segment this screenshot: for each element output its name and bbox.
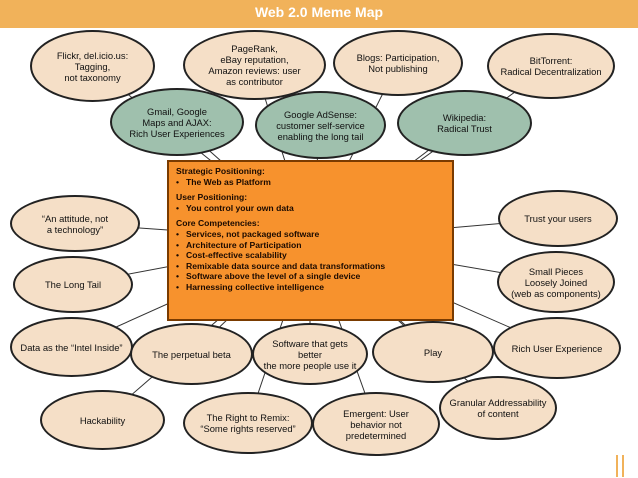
strategic-item: The Web as Platform [176, 177, 445, 188]
core-item: Harnessing collective intelligence [176, 282, 445, 293]
node-small-pieces-loosely-joined: Small Pieces Loosely Joined (web as comp… [497, 251, 615, 313]
node-blogs-participation: Blogs: Participation, Not publishing [333, 30, 463, 96]
node-attitude-not-technology: “An attitude, not a technology” [10, 195, 140, 252]
node-granular-addressability: Granular Addressability of content [439, 376, 557, 440]
user-positioning-heading: User Positioning: [176, 192, 248, 203]
central-principles-box: Strategic Positioning: The Web as Platfo… [167, 160, 454, 321]
core-item: Remixable data source and data transform… [176, 261, 445, 272]
decorative-rail-right [622, 455, 624, 477]
node-emergent-user-behavior: Emergent: User behavior not predetermine… [312, 392, 440, 456]
node-wikipedia-radical-trust: Wikipedia: Radical Trust [397, 90, 532, 156]
node-right-to-remix: The Right to Remix: “Some rights reserve… [183, 392, 313, 454]
node-long-tail: The Long Tail [13, 256, 133, 313]
core-item: Architecture of Participation [176, 240, 445, 251]
core-competencies-heading: Core Competencies: [176, 218, 260, 229]
node-hackability: Hackability [40, 390, 165, 450]
node-google-adsense: Google AdSense: customer self-service en… [255, 91, 386, 159]
user-positioning-list: You control your own data [176, 203, 445, 214]
core-competencies-list: Services, not packaged software Architec… [176, 229, 445, 293]
page-title: Web 2.0 Meme Map [254, 4, 384, 20]
node-bittorrent-decentralization: BitTorrent: Radical Decentralization [487, 33, 615, 99]
node-rich-user-experience: Rich User Experience [493, 317, 621, 379]
node-play: Play [372, 321, 494, 383]
core-item: Services, not packaged software [176, 229, 445, 240]
header-bar [0, 0, 638, 28]
core-item: Software above the level of a single dev… [176, 271, 445, 282]
node-flickr-tagging: Flickr, del.icio.us: Tagging, not taxono… [30, 30, 155, 102]
strategic-positioning-list: The Web as Platform [176, 177, 445, 188]
node-data-intel-inside: Data as the “Intel Inside” [10, 317, 133, 377]
core-item: Cost-effective scalability [176, 250, 445, 261]
node-perpetual-beta: The perpetual beta [130, 323, 253, 385]
node-software-gets-better: Software that gets better the more peopl… [252, 323, 368, 385]
decorative-rail-left [616, 455, 618, 477]
user-item: You control your own data [176, 203, 445, 214]
node-pagerank-reputation: PageRank, eBay reputation, Amazon review… [183, 30, 326, 100]
node-trust-your-users: Trust your users [498, 190, 618, 247]
strategic-positioning-heading: Strategic Positioning: [176, 166, 265, 176]
node-gmail-rich-experiences: Gmail, Google Maps and AJAX: Rich User E… [110, 88, 244, 156]
